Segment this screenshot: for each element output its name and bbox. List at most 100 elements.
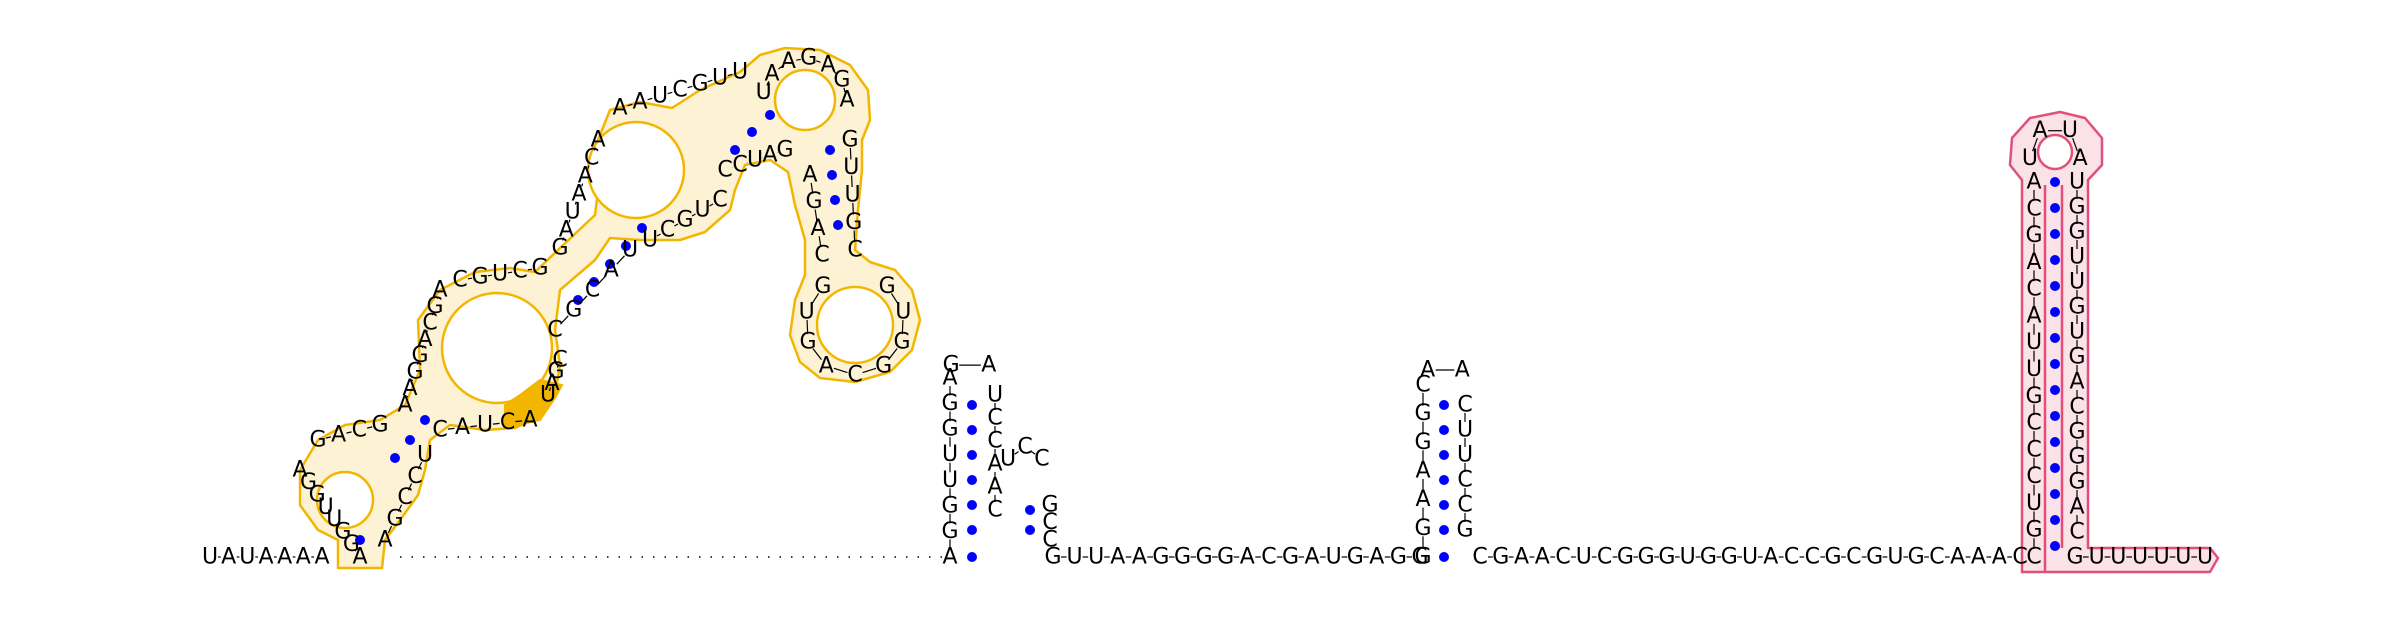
linker-right: A bbox=[1763, 545, 1778, 570]
base-pair-dot bbox=[967, 552, 977, 562]
yellow-distal-loop: C bbox=[847, 363, 862, 388]
yellow-inner-loop-b: U bbox=[477, 413, 493, 438]
linker-right: G bbox=[1658, 545, 1675, 570]
yellow-inner-loop-b: A bbox=[455, 415, 470, 440]
five-prime-tail: A bbox=[221, 545, 236, 570]
linker-right: A bbox=[1535, 545, 1550, 570]
linker-right: C bbox=[1555, 545, 1570, 570]
backbone-bond bbox=[355, 550, 356, 551]
base-pair-dot bbox=[2050, 307, 2060, 317]
linker-middle: A bbox=[1305, 545, 1320, 570]
linker-middle: U bbox=[1067, 545, 1083, 570]
linker-right: U bbox=[1742, 545, 1758, 570]
yellow-stem-b-back: G bbox=[565, 298, 582, 323]
yellow-loop-c: A bbox=[632, 90, 647, 115]
backbone-bond bbox=[330, 513, 331, 514]
backbone-bond bbox=[313, 488, 314, 489]
base-pair-dot bbox=[1439, 500, 1449, 510]
left-hairpin-inner-loop: C bbox=[1034, 446, 1049, 471]
yellow-loop-b: C bbox=[512, 259, 527, 284]
backbone-bond bbox=[796, 59, 801, 60]
backbone-bond bbox=[807, 320, 808, 334]
backbone-bond bbox=[854, 230, 855, 242]
backbone-bond bbox=[448, 428, 455, 429]
yellow-stem-c-inner: U bbox=[694, 198, 710, 223]
linker-middle: A bbox=[1369, 545, 1384, 570]
three-prime-tail: U bbox=[2089, 545, 2105, 570]
yellow-upper-loop: A bbox=[765, 61, 780, 86]
linker-right: A bbox=[1971, 545, 1986, 570]
yellow-stem-d-back: A bbox=[802, 163, 817, 188]
yellow-stem-c-inner: C bbox=[660, 218, 675, 243]
base-pair-dot bbox=[1439, 425, 1449, 435]
yellow-stem-c-back: C bbox=[732, 153, 747, 178]
right-hairpin-loop: A bbox=[1420, 358, 1435, 383]
yellow-loop-c: U bbox=[712, 66, 728, 91]
yellow-loop-b: G bbox=[471, 265, 488, 290]
yellow-stem-a: A bbox=[292, 458, 307, 483]
base-pair-dot bbox=[2050, 541, 2060, 551]
yellow-loop-b: C bbox=[452, 268, 467, 293]
linker-right: C bbox=[1805, 545, 1820, 570]
linker-right: C bbox=[1472, 545, 1487, 570]
base-pair-dot bbox=[2050, 515, 2060, 525]
yellow-loop-a: G bbox=[371, 413, 388, 438]
yellow-inner-loop-b: C bbox=[500, 410, 515, 435]
base-pair-dot bbox=[967, 525, 977, 535]
yellow-stem-d-back: C bbox=[814, 243, 829, 268]
three-prime-tail: U bbox=[2197, 545, 2213, 570]
linker-right: G bbox=[1617, 545, 1634, 570]
linker-right: G bbox=[1492, 545, 1509, 570]
yellow-loop-a: A bbox=[331, 423, 346, 448]
base-pair-dot bbox=[2050, 203, 2060, 213]
five-prime-tail: U bbox=[202, 545, 218, 570]
yellow-loop-c: U bbox=[652, 84, 668, 109]
yellow-stem-b-back: U bbox=[622, 238, 638, 263]
left-hairpin-inner-loop: U bbox=[1000, 446, 1016, 471]
yellow-loop-b: G bbox=[531, 256, 548, 281]
base-pair-dot bbox=[2050, 385, 2060, 395]
yellow-loop-b: U bbox=[492, 262, 508, 287]
backbone-bond bbox=[852, 175, 853, 187]
base-pair-dot bbox=[830, 195, 840, 205]
base-pair-dot bbox=[827, 170, 837, 180]
loop-hole bbox=[775, 70, 835, 130]
backbone-bond bbox=[347, 538, 348, 539]
base-pair-dot bbox=[390, 453, 400, 463]
yellow-stem-d-back: A bbox=[810, 216, 825, 241]
linker-middle: U bbox=[1088, 545, 1104, 570]
backbone-bond bbox=[338, 526, 339, 527]
linker-middle: A bbox=[1110, 545, 1125, 570]
yellow-stem-b-back: A bbox=[604, 258, 619, 283]
linker-middle: A bbox=[1240, 545, 1255, 570]
yellow-stem-b: A bbox=[432, 278, 447, 303]
backbone-bond bbox=[493, 423, 500, 424]
backbone-bond bbox=[304, 476, 305, 477]
base-pair-dot bbox=[967, 450, 977, 460]
yellow-loop-c: U bbox=[732, 60, 748, 85]
base-pair-dot bbox=[1439, 552, 1449, 562]
linker-right: C bbox=[1597, 545, 1612, 570]
three-prime-tail: G bbox=[2066, 545, 2083, 570]
linker-right: G bbox=[1638, 545, 1655, 570]
terminator-loop: A bbox=[2073, 146, 2088, 171]
five-prime-tail: A bbox=[258, 545, 273, 570]
linker-right: U bbox=[1576, 545, 1592, 570]
yellow-highlight-region: U bbox=[540, 383, 556, 408]
left-hairpin-loop: A bbox=[981, 353, 996, 378]
base-pair-dot bbox=[1025, 525, 1035, 535]
base-pair-dot bbox=[2050, 489, 2060, 499]
base-pair-dot bbox=[2050, 359, 2060, 369]
yellow-stem-c-inner: U bbox=[642, 228, 658, 253]
yellow-stem-c-inner: G bbox=[676, 208, 693, 233]
base-pair-dot bbox=[1025, 505, 1035, 515]
left-hairpin-inner-loop: C bbox=[1017, 435, 1032, 460]
base-pair-dot bbox=[2050, 411, 2060, 421]
base-pair-dot bbox=[2050, 281, 2060, 291]
terminator-loop: U bbox=[2062, 118, 2078, 143]
base-pair-dot bbox=[1439, 400, 1449, 410]
base-pair-dot bbox=[2050, 229, 2060, 239]
linker-middle: G bbox=[1347, 545, 1364, 570]
terminator-loop: A bbox=[2033, 118, 2048, 143]
